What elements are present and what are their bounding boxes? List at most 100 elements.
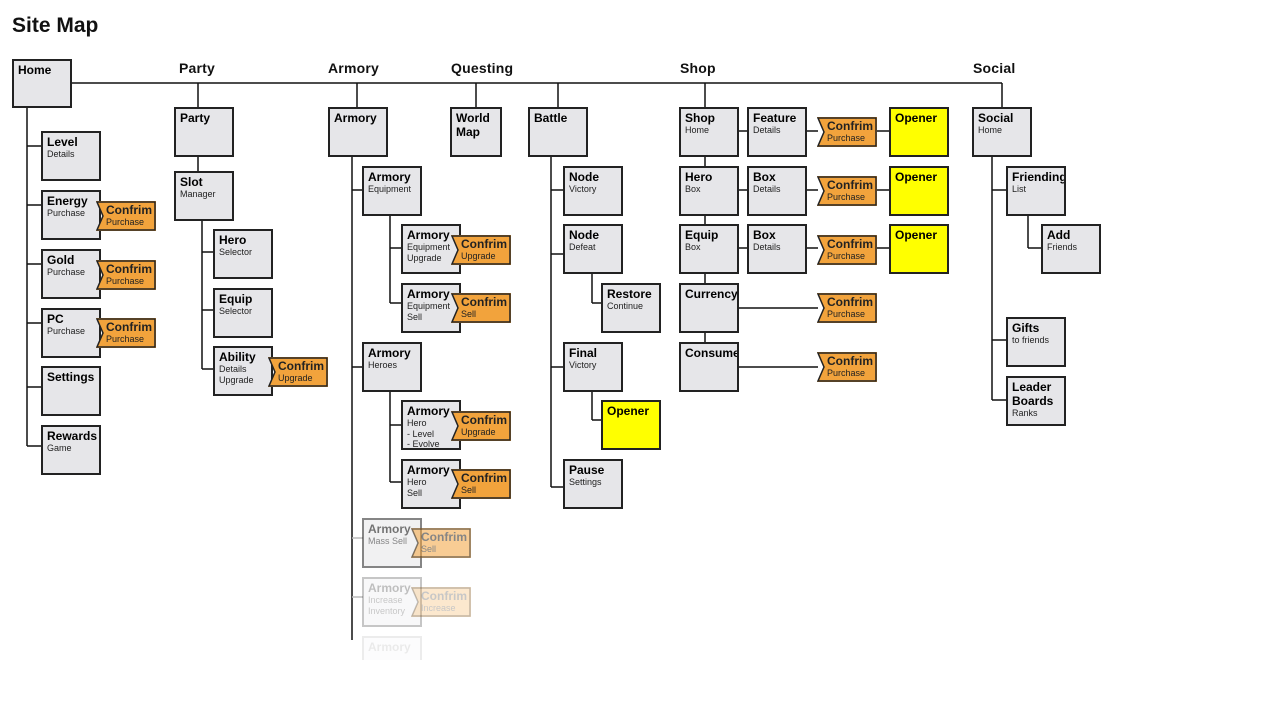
node-gold-purchase: Gold Purchase xyxy=(41,249,101,299)
node-gifts: Gifts to friends xyxy=(1006,317,1066,367)
node-restore-continue: Restore Continue xyxy=(601,283,661,333)
node-title: Hero xyxy=(685,170,713,184)
badge-confirm-consume: Confrim Purchase xyxy=(817,352,877,382)
node-subtitle: Ranks xyxy=(1012,408,1038,418)
node-armory-heroes: Armory Heroes xyxy=(362,342,422,392)
node-title: Equip xyxy=(219,292,253,306)
node-armory-equipment: Armory Equipment xyxy=(362,166,422,216)
node-subtitle: Friends xyxy=(1047,242,1078,252)
node-opener-battle: Opener xyxy=(601,400,661,450)
section-party: Party xyxy=(179,60,216,76)
badge-confirm-currency: Confrim Purchase xyxy=(817,293,877,323)
node-title: Hero xyxy=(219,233,247,247)
node-leader-boards: Leader Boards Ranks xyxy=(1006,376,1066,426)
node-title: Equip xyxy=(685,228,719,242)
node-pause-settings: Pause Settings xyxy=(563,459,623,509)
badge-confirm-pc: Confrim Purchase xyxy=(96,318,156,348)
node-subtitle: Purchase xyxy=(47,326,86,336)
node-title: Settings xyxy=(47,370,95,384)
node-opener-feature: Opener xyxy=(889,107,949,157)
node-rewards-game: Rewards Game xyxy=(41,425,101,475)
badge-confirm-ability: Confrim Upgrade xyxy=(268,357,328,387)
node-subtitle: Equipment Upgrade xyxy=(407,242,451,263)
node-subtitle: to friends xyxy=(1012,335,1050,345)
badge-title: Confrim xyxy=(461,295,507,309)
node-armory: Armory xyxy=(328,107,388,157)
node-subtitle: Details Upgrade xyxy=(219,364,254,385)
badge-subtitle: Purchase xyxy=(827,251,866,261)
badge-title: Confrim xyxy=(461,237,507,251)
badge-confirm-hero-box: Confrim Purchase xyxy=(817,176,877,206)
node-settings: Settings xyxy=(41,366,101,416)
node-title: Opener xyxy=(895,111,938,125)
node-title: Opener xyxy=(607,404,650,418)
node-title: Final xyxy=(569,346,598,360)
node-home: Home xyxy=(12,59,72,108)
badge-confirm-hero-sell: Confrim Sell xyxy=(451,469,511,499)
node-title: Energy xyxy=(47,194,88,208)
node-title: Armory xyxy=(368,581,411,595)
badge-title: Confrim xyxy=(461,471,507,485)
badge-confirm-mass-sell: Confrim Sell xyxy=(411,528,471,558)
node-subtitle: Purchase xyxy=(47,267,86,277)
badge-title: Confrim xyxy=(827,119,873,133)
badge-subtitle: Upgrade xyxy=(461,427,496,437)
node-subtitle: List xyxy=(1012,184,1027,194)
node-subtitle: Heroes xyxy=(368,360,398,370)
badge-confirm-feature: Confrim Purchase xyxy=(817,117,877,147)
node-subtitle: Details xyxy=(753,242,781,252)
node-title: Home xyxy=(18,63,52,77)
node-title: Armory xyxy=(407,404,450,418)
badge-subtitle: Sell xyxy=(461,485,477,495)
node-armory-equipment-sell: Armory Equipment Sell xyxy=(401,283,461,333)
section-questing: Questing xyxy=(451,60,514,76)
node-box-details-equip: Box Details xyxy=(747,224,807,274)
node-title: Armory xyxy=(368,170,411,184)
node-subtitle: Details xyxy=(47,149,75,159)
badge-confirm-increase: Confrim Increase xyxy=(411,587,471,617)
badge-subtitle: Purchase xyxy=(827,368,866,378)
node-subtitle: Details xyxy=(753,125,781,135)
node-subtitle: Purchase xyxy=(47,208,86,218)
badge-subtitle: Increase xyxy=(421,603,456,613)
node-level-details: Level Details xyxy=(41,131,101,181)
badge-title: Confrim xyxy=(827,354,873,368)
node-title: Box xyxy=(753,228,776,242)
node-subtitle: Game xyxy=(47,443,72,453)
node-battle: Battle xyxy=(528,107,588,157)
node-title: Restore xyxy=(607,287,652,301)
node-subtitle: Selector xyxy=(219,247,253,257)
node-node-defeat: Node Defeat xyxy=(563,224,623,274)
badge-title: Confrim xyxy=(461,413,507,427)
badge-title: Confrim xyxy=(827,237,873,251)
node-title: Armory xyxy=(368,522,411,536)
node-social-home: Social Home xyxy=(972,107,1032,157)
node-title: Consume xyxy=(685,346,739,360)
node-subtitle: Hero - Level - Evolve xyxy=(407,418,440,449)
badge-subtitle: Upgrade xyxy=(461,251,496,261)
node-subtitle: Defeat xyxy=(569,242,596,252)
node-node-victory: Node Victory xyxy=(563,166,623,216)
badge-title: Confrim xyxy=(827,295,873,309)
node-title: Friending xyxy=(1012,170,1066,184)
node-title: Battle xyxy=(534,111,568,125)
node-armory-mass-sell: Armory Mass Sell xyxy=(362,518,422,568)
node-subtitle: Continue xyxy=(607,301,644,311)
node-title: Armory xyxy=(368,640,411,654)
node-title: Add xyxy=(1047,228,1071,242)
badge-subtitle: Purchase xyxy=(106,217,145,227)
node-currency: Currency xyxy=(679,283,739,333)
badge-subtitle: Purchase xyxy=(827,133,866,143)
badge-subtitle: Upgrade xyxy=(278,373,313,383)
node-pc-purchase: PC Purchase xyxy=(41,308,101,358)
node-title: Armory xyxy=(407,463,450,477)
badge-confirm-equipment-upgrade: Confrim Upgrade xyxy=(451,235,511,265)
badge-subtitle: Sell xyxy=(461,309,477,319)
node-title: Armory xyxy=(407,228,450,242)
node-subtitle: Manager xyxy=(180,189,216,199)
node-subtitle: Mass Sell xyxy=(368,536,408,546)
section-armory: Armory xyxy=(328,60,379,76)
node-subtitle: Hero Sell xyxy=(407,477,427,498)
node-friending-list: Friending List xyxy=(1006,166,1066,216)
node-subtitle: Box xyxy=(685,184,701,194)
